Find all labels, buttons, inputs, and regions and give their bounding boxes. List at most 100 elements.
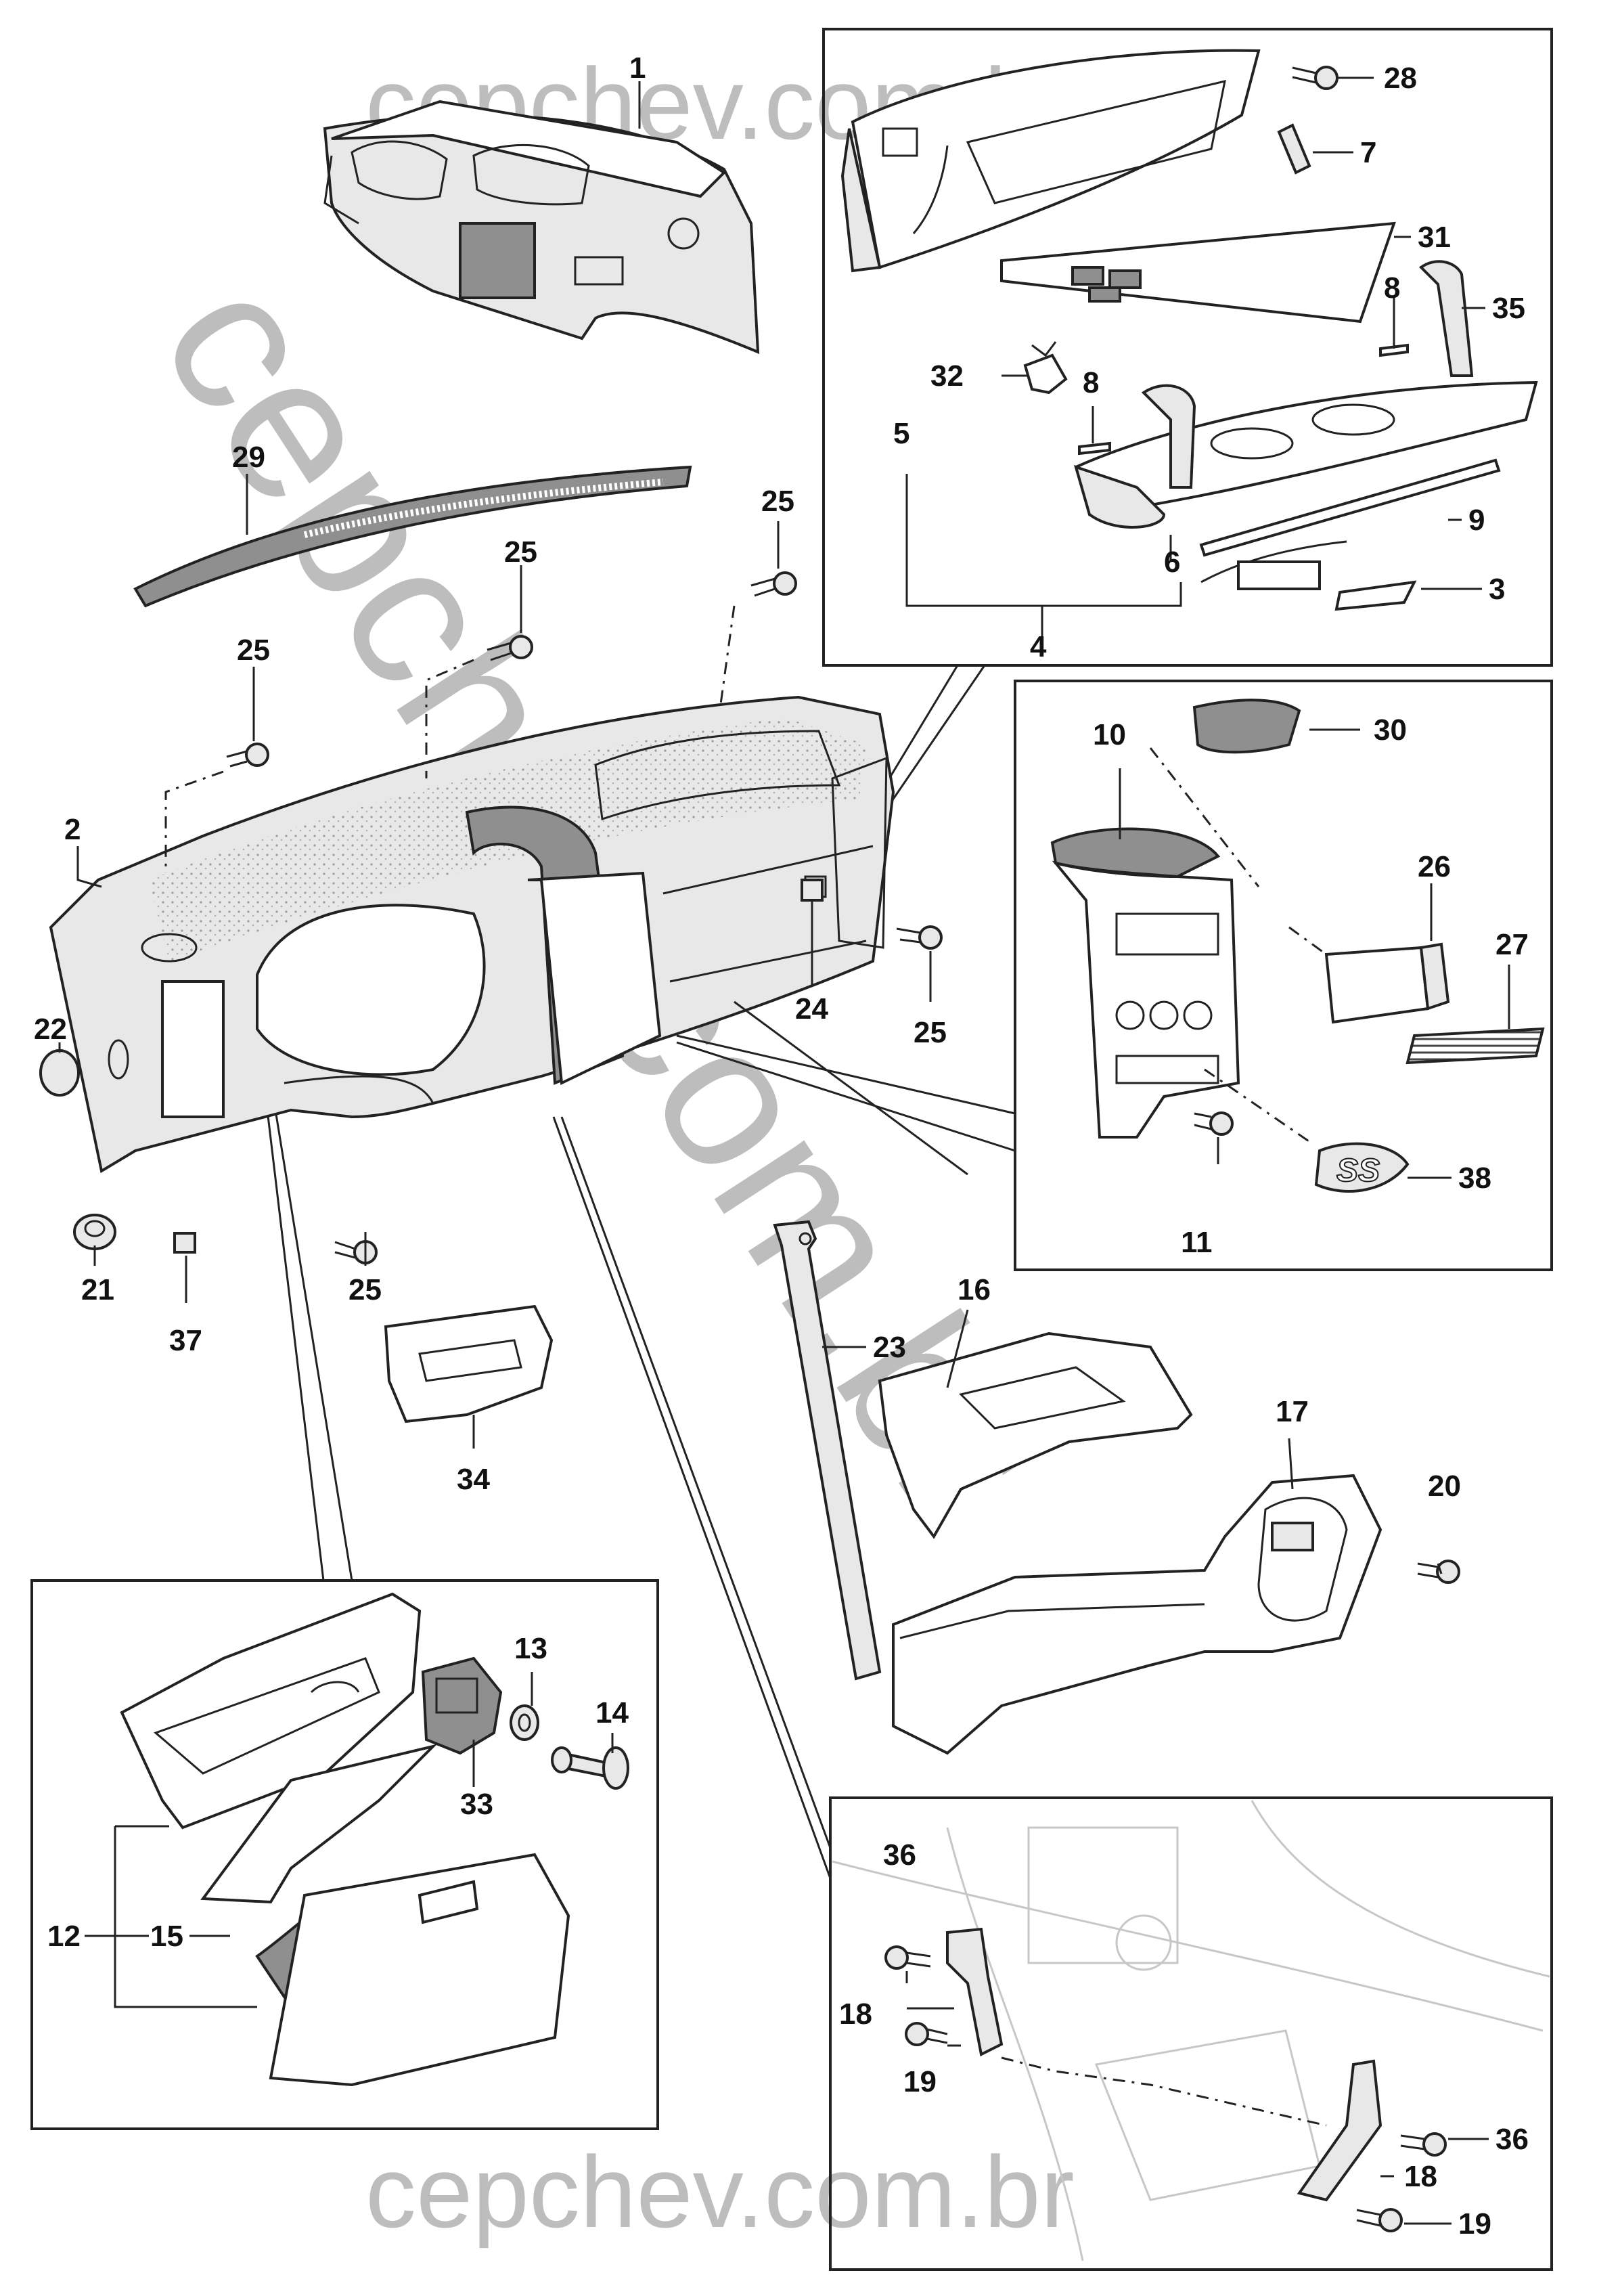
ss-badge-text: SS <box>1336 1153 1380 1189</box>
console-trim-pad-part-30 <box>1192 699 1301 754</box>
ss-badge-part-38: SS <box>1314 1142 1410 1193</box>
leader-lines <box>58 76 1510 2225</box>
callout-28: 28 <box>1384 62 1417 95</box>
callout-27: 27 <box>1495 928 1529 961</box>
bolt-part-19b <box>1356 2208 1403 2232</box>
callout-32: 32 <box>930 359 964 393</box>
callout-38: 38 <box>1458 1162 1491 1195</box>
screw-alignment-25a <box>719 605 736 705</box>
glovebox-bumper-part-3 <box>1334 580 1417 611</box>
bracket-detail-box <box>829 1796 1553 2271</box>
center-console-detail-box <box>1014 680 1553 1271</box>
callout-1: 1 <box>629 51 646 85</box>
console-mat-part-27 <box>1405 1027 1545 1065</box>
callout-2: 2 <box>64 813 81 846</box>
screw-part-25a <box>750 571 797 597</box>
storage-connector-2 <box>274 1109 353 1581</box>
instrument-panel-main <box>49 695 895 1174</box>
callout-5: 5 <box>893 417 909 450</box>
callout-35: 35 <box>1492 292 1525 325</box>
callout-21: 21 <box>81 1273 114 1306</box>
console-upper-frame-part-16 <box>878 1331 1193 1539</box>
glovebox-latch-rod-part-9 <box>1199 458 1501 590</box>
callout-16: 16 <box>958 1273 991 1306</box>
glovebox-cover-plate-part-31 <box>1000 221 1396 324</box>
screw-alignment-25b <box>425 659 474 778</box>
screw-part-25d <box>896 925 943 950</box>
glovebox-connector <box>885 665 986 810</box>
nut-part-37 <box>173 1232 196 1254</box>
callout-31: 31 <box>1418 221 1451 254</box>
callout-26: 26 <box>1418 850 1451 883</box>
bolt-part-36a <box>884 1945 931 1970</box>
callout-24: 24 <box>795 992 828 1025</box>
bracket-right-part-18b <box>1297 2059 1382 2202</box>
bracket-connector <box>552 1116 832 1879</box>
callout-23: 23 <box>873 1331 906 1364</box>
instrument-panel-assembly <box>323 100 760 355</box>
glovebox-door-part-6 <box>1074 380 1538 529</box>
glovebox-strap-part-35 <box>1418 260 1474 377</box>
bracket-part-34 <box>384 1304 554 1423</box>
callout-14: 14 <box>595 1696 629 1729</box>
callout-37: 37 <box>169 1324 202 1357</box>
callout-8-door: 8 <box>1083 366 1099 399</box>
callout-20: 20 <box>1428 1470 1461 1503</box>
glovebox-clip-part-32 <box>1023 341 1068 395</box>
bolt-part-14 <box>551 1746 629 1790</box>
callout-9: 9 <box>1468 504 1485 537</box>
console-dash-line-2 <box>1288 926 1327 956</box>
screw-part-25c <box>226 743 269 768</box>
callout-25-top-right: 25 <box>761 485 794 518</box>
screw-part-20 <box>1417 1560 1460 1584</box>
callout-34: 34 <box>457 1463 490 1496</box>
console-dash-line-3 <box>1204 1068 1313 1145</box>
console-screw-part-11 <box>1194 1111 1234 1136</box>
console-trim-panel-part-10 <box>1050 827 1240 1139</box>
clip-part-24 <box>801 879 824 902</box>
callout-12: 12 <box>47 1920 81 1953</box>
callout-36-right: 36 <box>1495 2123 1529 2156</box>
callout-13: 13 <box>514 1632 547 1665</box>
callout-36-left: 36 <box>883 1838 916 1872</box>
cap-part-22 <box>39 1049 80 1097</box>
callout-25-top-left: 25 <box>237 634 270 667</box>
callout-3: 3 <box>1489 573 1505 606</box>
screw-part-25e <box>334 1240 378 1264</box>
callout-25-top-middle: 25 <box>504 535 537 569</box>
callout-6: 6 <box>1164 546 1180 579</box>
callout-4: 4 <box>1030 630 1047 663</box>
console-connector-2 <box>676 1041 1016 1152</box>
callout-10: 10 <box>1093 718 1126 751</box>
callout-11: 11 <box>1181 1226 1213 1259</box>
screw-part-25b <box>487 635 533 661</box>
glovebox-detail-box <box>822 28 1553 667</box>
bracket-left-part-18a <box>946 1927 1004 2056</box>
console-connector <box>676 1034 1016 1115</box>
bolt-part-19a <box>905 2022 948 2046</box>
console-lower-frame-part-17 <box>892 1474 1382 1755</box>
callout-17: 17 <box>1276 1395 1309 1428</box>
clip-part-21 <box>73 1214 116 1250</box>
callout-22: 22 <box>34 1013 67 1046</box>
storage-box-detail-box <box>30 1579 659 2130</box>
defroster-grille <box>133 465 692 608</box>
glovebox-screw-part-28 <box>1292 66 1339 90</box>
bracket-connector-2 <box>560 1116 832 1849</box>
console-storage-pocket-part-26 <box>1324 942 1450 1024</box>
screw-alignment-25c <box>164 770 224 873</box>
callout-30: 30 <box>1374 713 1407 747</box>
callout-19-right: 19 <box>1458 2207 1491 2240</box>
watermark-bottom: cepchev.com.br <box>365 2135 1075 2249</box>
switch-part-33 <box>421 1656 503 1755</box>
callout-33: 33 <box>460 1788 493 1821</box>
callout-25-bottom: 25 <box>348 1273 382 1306</box>
glovebox-bumper-part-7 <box>1277 123 1311 175</box>
bracket-alignment-line <box>1001 2056 1327 2127</box>
callout-18-right: 18 <box>1404 2160 1437 2193</box>
washer-part-13 <box>510 1704 539 1741</box>
callout-15: 15 <box>150 1920 183 1953</box>
glovebox-pin-part-8b <box>1379 343 1409 357</box>
callout-18-left: 18 <box>839 1997 872 2031</box>
